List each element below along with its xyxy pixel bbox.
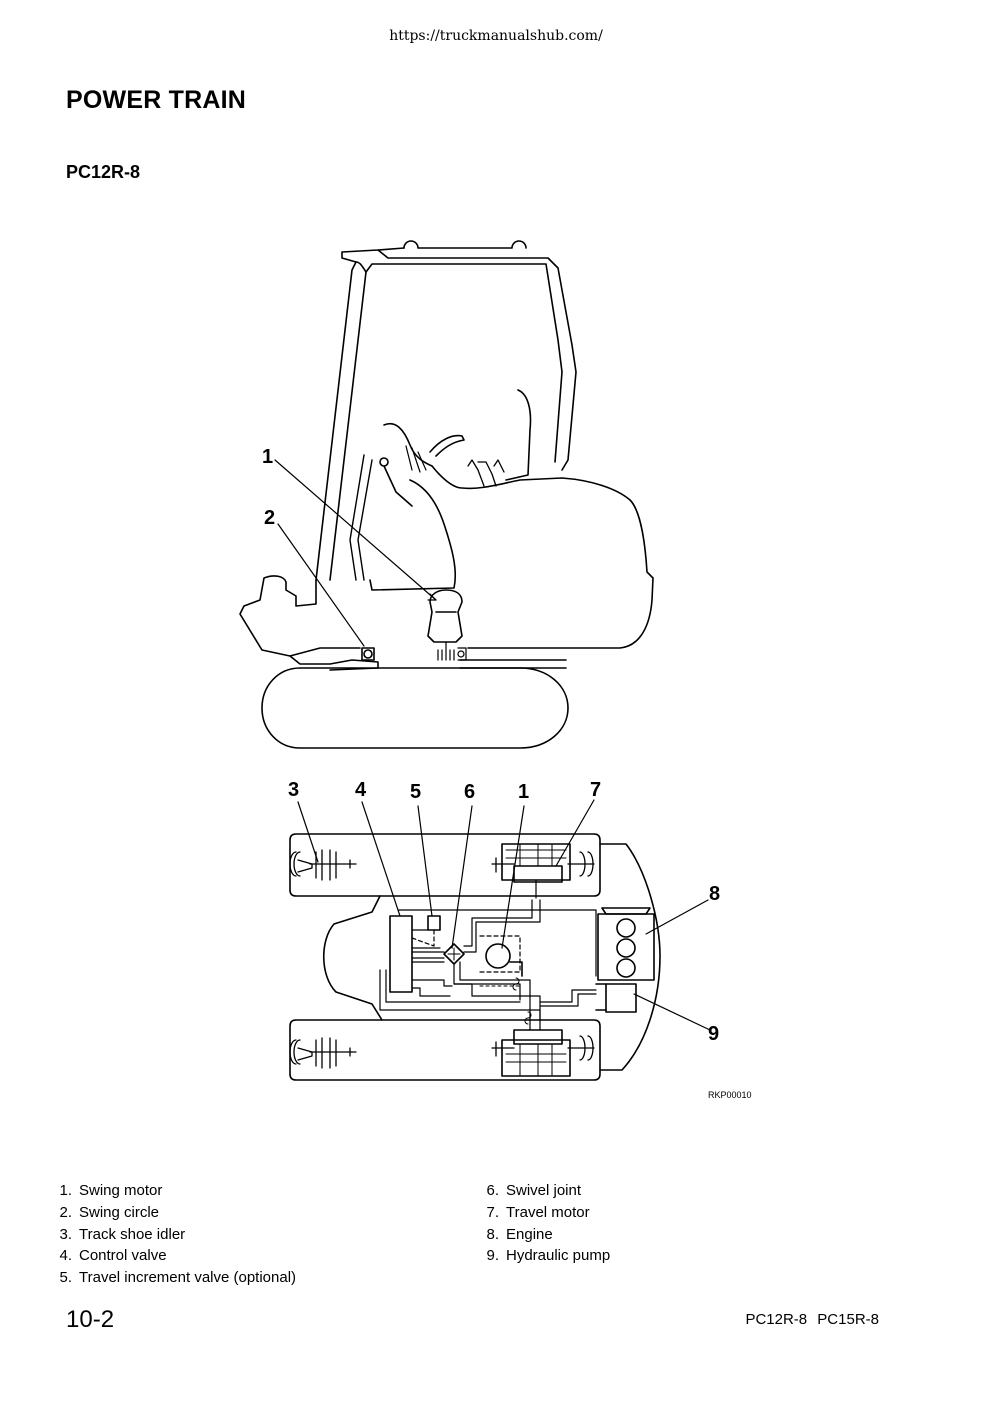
legend-item: 1. Swing motor xyxy=(50,1180,296,1202)
top-label-7: 7 xyxy=(590,779,601,801)
top-label-1: 1 xyxy=(518,781,529,803)
footer-models: PC12R-8 PC15R-8 xyxy=(745,1311,879,1328)
legend-num: 2. xyxy=(59,1203,72,1221)
side-label-2: 2 xyxy=(264,507,275,529)
legend-text: Swing circle xyxy=(79,1203,160,1221)
legend-item: 9. Hydraulic pump xyxy=(477,1245,610,1267)
legend-text: Track shoe idler xyxy=(79,1225,186,1243)
legend-item: 7. Travel motor xyxy=(477,1202,610,1224)
legend-text: Travel increment valve (optional) xyxy=(79,1269,297,1287)
legend-left: 1. Swing motor 2. Swing circle 3. Track sho… xyxy=(50,1180,296,1289)
top-label-4: 4 xyxy=(355,779,367,801)
page-title: POWER TRAIN xyxy=(66,86,246,114)
legend-text: Swing motor xyxy=(79,1182,163,1199)
top-view-leader-lines xyxy=(297,799,711,1031)
source-url[interactable]: https://truckmanualshub.com/ xyxy=(389,28,603,44)
top-label-5: 5 xyxy=(410,781,421,803)
legend-item: 6. Swivel joint xyxy=(477,1180,610,1202)
page-number: 10-2 xyxy=(66,1306,115,1333)
side-label-1: 1 xyxy=(262,446,273,468)
legend-text: Travel motor xyxy=(506,1203,590,1221)
legend-item: 5. Travel increment valve (optional) xyxy=(50,1267,296,1289)
legend-num: 3. xyxy=(59,1225,72,1243)
legend-num: 1. xyxy=(59,1182,72,1199)
legend-item: 2. Swing circle xyxy=(50,1202,296,1224)
legend-text: Control valve xyxy=(79,1247,167,1265)
legend-text: Hydraulic pump xyxy=(506,1247,611,1265)
top-label-8: 8 xyxy=(709,883,720,905)
side-view-leader-lines xyxy=(274,459,437,647)
excavator-side-view xyxy=(239,240,654,749)
legend-num: 6. xyxy=(486,1182,499,1199)
excavator-top-view xyxy=(289,833,661,1081)
legend-num: 8. xyxy=(486,1225,499,1243)
legend-text: Engine xyxy=(506,1225,553,1243)
legend-text: Swivel joint xyxy=(506,1182,582,1199)
legend-item: 3. Track shoe idler xyxy=(50,1224,296,1246)
top-label-9: 9 xyxy=(708,1023,719,1045)
top-label-3: 3 xyxy=(288,779,299,801)
legend-num: 4. xyxy=(59,1247,72,1265)
legend-right: 6. Swivel joint 7. Travel motor 8. Engine 9… xyxy=(477,1180,610,1267)
legend-item: 4. Control valve xyxy=(50,1245,296,1267)
power-train-figure: 1 2 xyxy=(239,240,752,1100)
model-subtitle: PC12R-8 xyxy=(66,162,141,182)
legend-num: 5. xyxy=(59,1269,72,1287)
figure-code: RKP00010 xyxy=(708,1090,752,1100)
legend-num: 7. xyxy=(486,1203,499,1221)
legend-num: 9. xyxy=(486,1247,499,1265)
legend-item: 8. Engine xyxy=(477,1224,610,1246)
top-label-6: 6 xyxy=(464,781,475,803)
